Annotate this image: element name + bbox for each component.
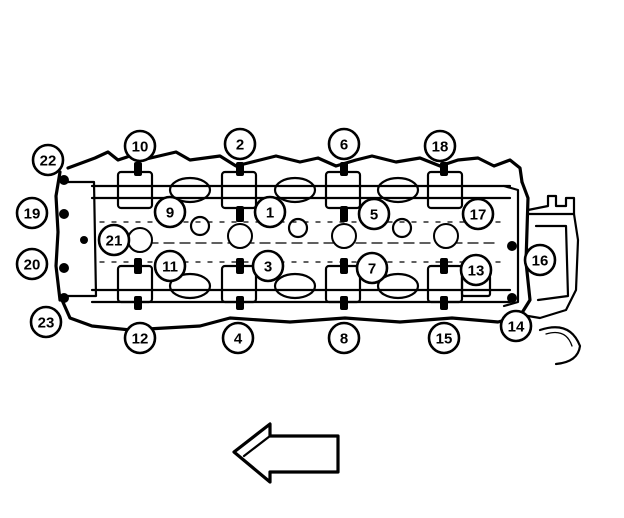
callout-16: 16 — [523, 243, 557, 277]
callout-circle — [97, 223, 131, 257]
callout-circle — [327, 127, 361, 161]
callout-label: 9 — [166, 205, 174, 222]
callout-circle — [15, 196, 49, 230]
callout-label: 18 — [432, 139, 449, 156]
callout-22: 22 — [31, 143, 65, 177]
callout-circle — [357, 197, 391, 231]
callout-circle — [461, 197, 495, 231]
callout-21: 21 — [97, 223, 131, 257]
callout-label: 15 — [436, 331, 453, 348]
callout-9: 9 — [153, 195, 187, 229]
callout-label: 22 — [40, 153, 57, 170]
callout-label: 2 — [236, 137, 244, 154]
callout-19: 19 — [15, 196, 49, 230]
callout-label: 13 — [468, 263, 485, 280]
direction-arrow-left — [232, 422, 340, 484]
callout-circle — [153, 195, 187, 229]
callout-circle — [31, 143, 65, 177]
callout-6: 6 — [327, 127, 361, 161]
camshaft-journals — [116, 170, 464, 304]
callout-label: 5 — [370, 207, 378, 224]
callout-label: 20 — [24, 257, 41, 274]
callout-circle — [253, 195, 287, 229]
callout-label: 1 — [266, 205, 274, 222]
callout-circle — [251, 249, 285, 283]
callout-circle — [327, 321, 361, 355]
callout-17: 17 — [461, 197, 495, 231]
right-side-hardware — [460, 194, 582, 366]
callout-label: 8 — [340, 331, 348, 348]
callout-11: 11 — [153, 249, 187, 283]
callout-circle — [29, 305, 63, 339]
callout-13: 13 — [459, 253, 493, 287]
callout-1: 1 — [253, 195, 287, 229]
callout-20: 20 — [15, 247, 49, 281]
callout-label: 11 — [162, 259, 178, 276]
callout-label: 19 — [24, 206, 41, 223]
callout-label: 23 — [38, 315, 55, 332]
callout-label: 3 — [264, 259, 272, 276]
callout-label: 6 — [340, 137, 348, 154]
callout-23: 23 — [29, 305, 63, 339]
callout-circle — [221, 321, 255, 355]
callout-14: 14 — [499, 309, 533, 343]
callout-8: 8 — [327, 321, 361, 355]
callout-15: 15 — [427, 321, 461, 355]
callout-4: 4 — [221, 321, 255, 355]
callout-label: 7 — [368, 261, 376, 278]
callout-label: 17 — [470, 207, 487, 224]
callout-label: 12 — [132, 331, 149, 348]
callout-circle — [123, 129, 157, 163]
callout-label: 4 — [234, 331, 243, 348]
callout-12: 12 — [123, 321, 157, 355]
callout-circle — [499, 309, 533, 343]
callout-10: 10 — [123, 129, 157, 163]
callout-circle — [355, 251, 389, 285]
callout-circle — [223, 127, 257, 161]
callout-5: 5 — [357, 197, 391, 231]
callout-circle — [459, 253, 493, 287]
callout-circle — [523, 243, 557, 277]
callout-circle — [123, 321, 157, 355]
callout-circle — [153, 249, 187, 283]
callout-18: 18 — [423, 129, 457, 163]
callout-label: 16 — [532, 253, 549, 270]
callout-3: 3 — [251, 249, 285, 283]
callout-label: 14 — [508, 319, 525, 336]
callout-label: 10 — [132, 139, 149, 156]
callout-7: 7 — [355, 251, 389, 285]
callout-circle — [15, 247, 49, 281]
callout-circle — [427, 321, 461, 355]
callout-2: 2 — [223, 127, 257, 161]
callout-circle — [423, 129, 457, 163]
callout-label: 21 — [106, 233, 123, 250]
bolt-marks — [59, 162, 517, 310]
